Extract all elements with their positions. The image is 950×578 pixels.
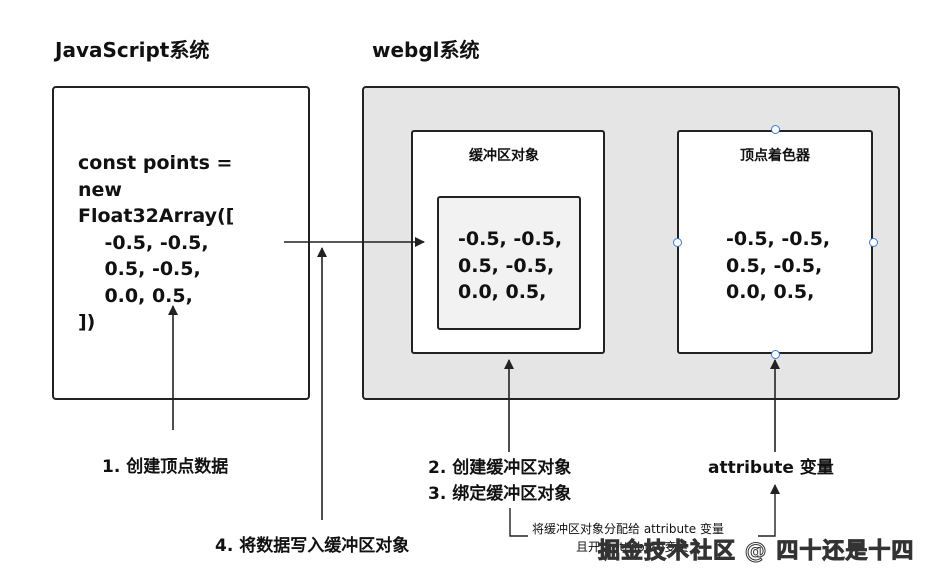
js-system-box	[52, 86, 310, 400]
note-line2: 且开启attribute变量	[576, 540, 689, 554]
shader-handle-top	[771, 125, 780, 134]
step1-label: 1. 创建顶点数据	[102, 457, 229, 477]
step2-label: 2. 创建缓冲区对象	[428, 458, 572, 478]
vertex-shader-title: 顶点着色器	[740, 148, 810, 164]
webgl-system-title: webgl系统	[372, 38, 480, 62]
note-line1: 将缓冲区对象分配给 attribute 变量	[532, 522, 724, 536]
step3-label: 3. 绑定缓冲区对象	[428, 484, 572, 504]
connector-note-left	[509, 508, 528, 537]
buffer-values: -0.5, -0.5, 0.5, -0.5, 0.0, 0.5,	[458, 228, 563, 303]
step4-label: 4. 将数据写入缓冲区对象	[215, 536, 410, 556]
watermark: 掘金技术社区 @ 四十还是十四	[597, 539, 915, 565]
shader-handle-bottom	[771, 350, 780, 359]
vertex-shader-box	[677, 130, 873, 354]
js-code: const points = new Float32Array([ -0.5, …	[78, 152, 235, 333]
js-system-title: JavaScript系统	[55, 38, 210, 62]
shader-values: -0.5, -0.5, 0.5, -0.5, 0.0, 0.5,	[726, 228, 831, 303]
connector-note-right	[758, 484, 780, 537]
buffer-object-title: 缓冲区对象	[469, 148, 539, 164]
shader-handle-right	[869, 238, 878, 247]
buffer-data-box	[437, 196, 581, 330]
attribute-variable-label: attribute 变量	[708, 458, 834, 478]
shader-handle-left	[673, 238, 682, 247]
